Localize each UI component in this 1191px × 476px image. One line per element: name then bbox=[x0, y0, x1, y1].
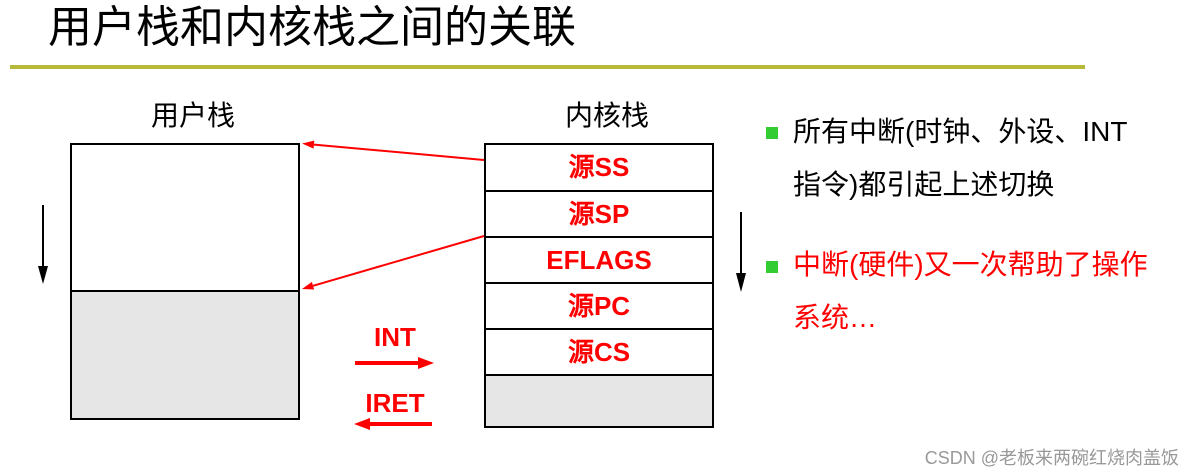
kernel-stack-frame-pc: 源PC bbox=[486, 282, 712, 328]
ss-to-user-stack-top-arrow bbox=[302, 140, 485, 161]
user-stack-used-region bbox=[72, 290, 298, 418]
kernel-stack-frame-eflags: EFLAGS bbox=[486, 236, 712, 282]
bullet-text-line: 系统… bbox=[793, 302, 878, 333]
kernel-stack-frame-cs: 源CS bbox=[486, 328, 712, 374]
sp-to-user-stack-pointer-arrow bbox=[302, 235, 485, 290]
bullet-text-line: 所有中断(时钟、外设、INT bbox=[793, 116, 1128, 147]
title-underline bbox=[10, 65, 1085, 69]
square-bullet-icon bbox=[766, 127, 778, 139]
kernel-stack-used-region bbox=[486, 374, 712, 426]
arrow-down-icon bbox=[38, 205, 48, 284]
iret-label: IRET bbox=[365, 388, 425, 418]
kernel-stack-frame-ss: 源SS bbox=[568, 152, 630, 182]
user-stack-label: 用户栈 bbox=[150, 100, 235, 131]
square-bullet-icon bbox=[766, 261, 778, 273]
user-stack bbox=[70, 143, 300, 420]
arrow-left-icon bbox=[354, 418, 432, 430]
kernel-stack-label: 内核栈 bbox=[564, 100, 649, 131]
bullet-text-line: 中断(硬件)又一次帮助了操作 bbox=[793, 249, 1148, 280]
arrow-down-icon bbox=[736, 212, 746, 292]
int-label: INT bbox=[374, 322, 416, 352]
arrow-right-icon bbox=[355, 357, 434, 369]
kernel-stack: 源SS 源SP EFLAGS 源PC 源CS bbox=[484, 143, 714, 428]
kernel-stack-frame-sp: 源SP bbox=[486, 190, 712, 236]
watermark: CSDN @老板来两碗红烧肉盖饭 bbox=[924, 448, 1179, 468]
slide-title: 用户栈和内核栈之间的关联 bbox=[48, 3, 576, 52]
bullet-text-line: 指令)都引起上述切换 bbox=[793, 169, 1055, 200]
user-stack-free-region bbox=[72, 145, 298, 290]
